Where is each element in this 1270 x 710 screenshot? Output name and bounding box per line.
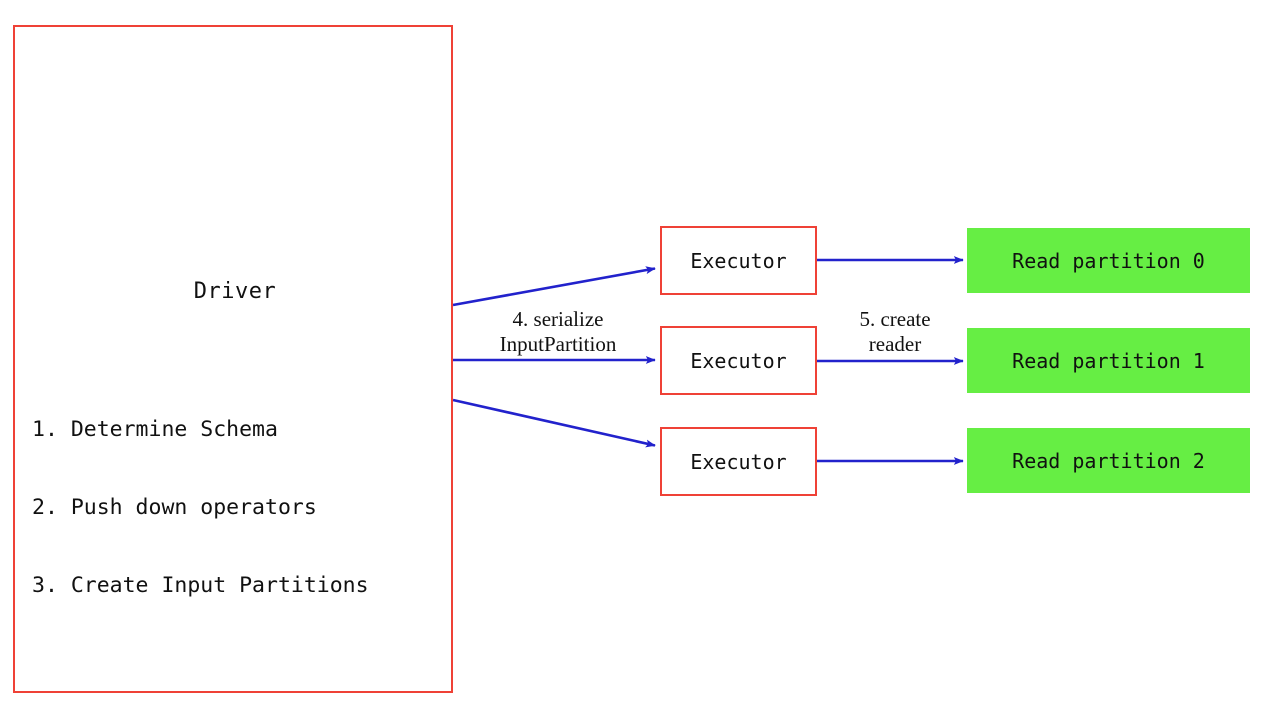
driver-title: Driver (193, 279, 277, 304)
edge-label-create-reader-line1: 5. create (859, 307, 931, 331)
edge-label-serialize-line2: InputPartition (499, 332, 617, 356)
driver-step-2: 2. Push down operators (32, 495, 317, 520)
edge-label-create-reader: 5. create reader (825, 307, 965, 357)
driver-steps-list: 1. Determine Schema 2. Push down operato… (32, 365, 369, 651)
partition-box-0: Read partition 0 (967, 228, 1250, 293)
partition-box-2: Read partition 2 (967, 428, 1250, 493)
edge-label-serialize-line1: 4. serialize (512, 307, 604, 331)
arrow-driver-to-executor-0 (452, 266, 656, 307)
executor-box-2: Executor (660, 427, 817, 496)
edge-label-create-reader-line2: reader (868, 332, 922, 356)
executor-box-0: Executor (660, 226, 817, 295)
partition-box-1: Read partition 1 (967, 328, 1250, 393)
edge-label-serialize: 4. serialize InputPartition (458, 307, 658, 357)
driver-step-1: 1. Determine Schema (32, 417, 278, 442)
executor-box-1: Executor (660, 326, 817, 395)
driver-box: Driver 1. Determine Schema 2. Push down … (13, 25, 453, 693)
arrow-driver-to-executor-2 (452, 398, 656, 448)
driver-step-3: 3. Create Input Partitions (32, 573, 369, 598)
